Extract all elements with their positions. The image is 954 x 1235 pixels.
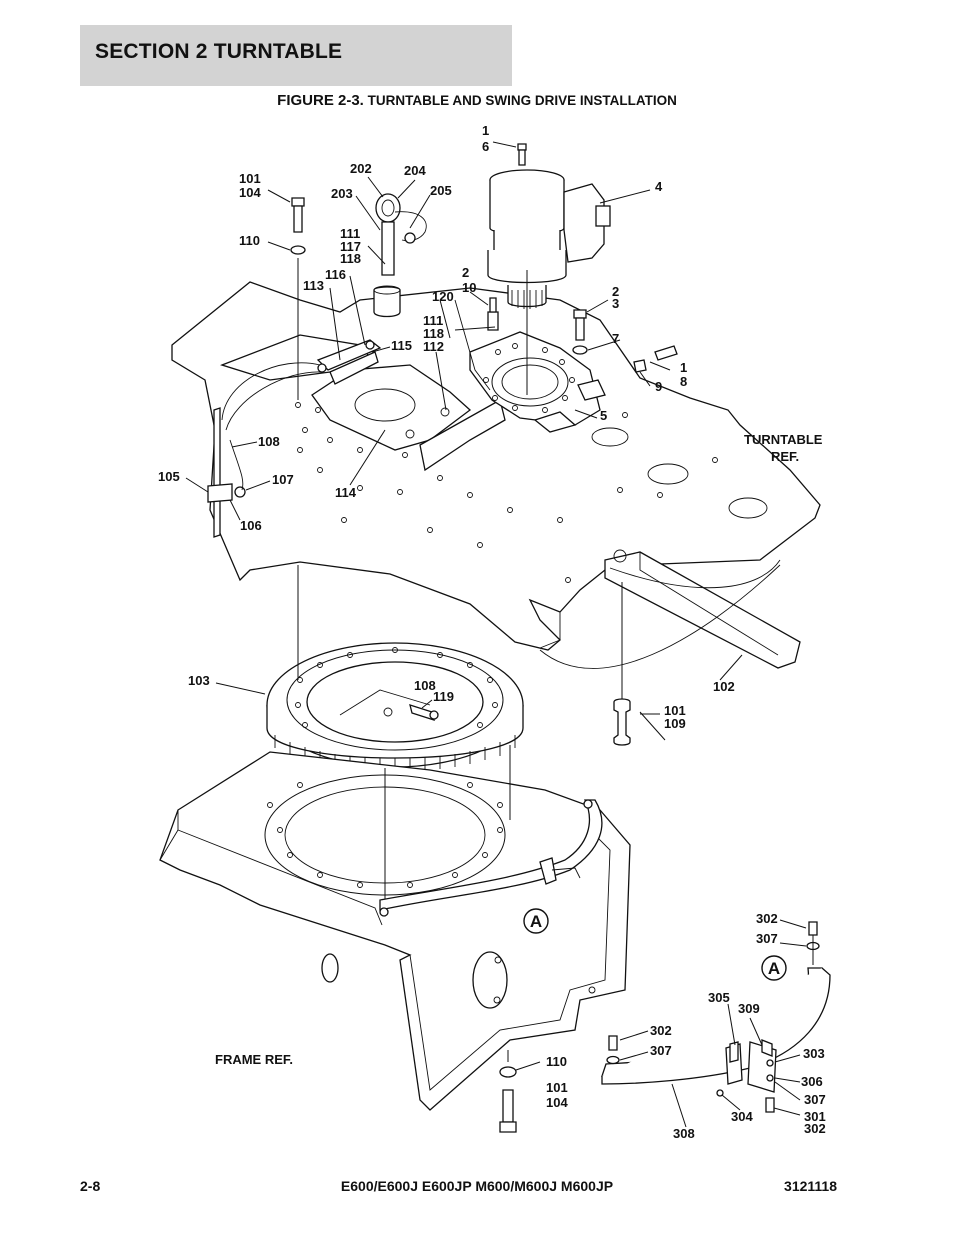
callout-2b: 2 bbox=[612, 284, 619, 299]
callout-308: 308 bbox=[673, 1126, 695, 1141]
callout-203: 203 bbox=[331, 186, 353, 201]
callout-304: 304 bbox=[731, 1109, 753, 1124]
callout-102: 102 bbox=[713, 679, 735, 694]
page-number: 2-8 bbox=[80, 1178, 101, 1194]
callout-115: 115 bbox=[391, 338, 412, 353]
callout-112: 112 bbox=[423, 339, 444, 354]
callout-6: 6 bbox=[482, 139, 489, 154]
callout-114: 114 bbox=[335, 485, 357, 500]
bracket-113 bbox=[316, 339, 382, 385]
callout-107: 107 bbox=[272, 472, 294, 487]
figure-title: TURNTABLE AND SWING DRIVE INSTALLATION bbox=[363, 93, 677, 108]
callout-302b: 302 bbox=[650, 1023, 672, 1038]
bolt-left-top bbox=[290, 197, 306, 400]
section-header-bar: SECTION 2 TURNTABLE bbox=[80, 25, 512, 86]
callout-307: 307 bbox=[756, 931, 778, 946]
section-title: SECTION 2 TURNTABLE bbox=[95, 40, 343, 63]
turntable-ref-label: TURNTABLE bbox=[744, 432, 823, 447]
callout-108b: 108 bbox=[414, 678, 436, 693]
callout-110b: 110 bbox=[546, 1054, 567, 1069]
callout-202: 202 bbox=[350, 161, 372, 176]
detail-a-swing-lock bbox=[601, 921, 831, 1113]
turntable-bar bbox=[539, 549, 801, 669]
callout-labels: 1 6 4 202 204 101 104 203 205 110 111 11… bbox=[158, 123, 826, 1141]
callout-116: 116 bbox=[325, 267, 346, 282]
callout-309: 309 bbox=[738, 1001, 760, 1016]
turntable-bearing bbox=[266, 565, 524, 771]
figure-caption: FIGURE 2-3. TURNTABLE AND SWING DRIVE IN… bbox=[0, 92, 954, 109]
callout-101b: 101 bbox=[664, 703, 686, 718]
detail-marker-a-detail: A bbox=[768, 959, 780, 978]
turntable-plate bbox=[171, 281, 821, 651]
callout-302c: 302 bbox=[804, 1121, 826, 1136]
callout-101c: 101 bbox=[546, 1080, 568, 1095]
callout-306: 306 bbox=[801, 1074, 823, 1089]
model-list: E600/E600J E600JP M600/M600J M600JP bbox=[340, 1178, 614, 1194]
callout-119: 119 bbox=[433, 689, 454, 704]
callout-10: 10 bbox=[462, 280, 476, 295]
callout-103: 103 bbox=[188, 673, 210, 688]
limit-switch-bracket bbox=[207, 362, 323, 538]
callout-105: 105 bbox=[158, 469, 180, 484]
callout-118b: 118 bbox=[423, 326, 444, 341]
callout-307c: 307 bbox=[804, 1092, 826, 1107]
callout-8: 8 bbox=[680, 374, 687, 389]
bolt-frame-bottom bbox=[499, 1050, 517, 1133]
leader-lines bbox=[185, 141, 807, 1128]
callout-120: 120 bbox=[432, 289, 454, 304]
callout-104b: 104 bbox=[546, 1095, 568, 1110]
callout-9: 9 bbox=[655, 379, 662, 394]
callout-305: 305 bbox=[708, 990, 730, 1005]
callout-1: 1 bbox=[482, 123, 489, 138]
callout-2: 2 bbox=[462, 265, 469, 280]
callout-301: 301 bbox=[804, 1109, 826, 1124]
swing-motor bbox=[487, 143, 611, 395]
callout-111b: 111 bbox=[423, 313, 443, 328]
document-number: 3121118 bbox=[784, 1178, 837, 1194]
callout-307b: 307 bbox=[650, 1043, 672, 1058]
callout-108: 108 bbox=[258, 434, 280, 449]
callout-3: 3 bbox=[612, 296, 619, 311]
lock-pin-assembly bbox=[373, 193, 427, 318]
frame bbox=[159, 745, 787, 1111]
callout-205: 205 bbox=[430, 183, 452, 198]
turntable-ref-label-2: REF. bbox=[771, 449, 799, 464]
callout-204: 204 bbox=[404, 163, 426, 178]
callout-4: 4 bbox=[655, 179, 663, 194]
figure-number: FIGURE 2-3. bbox=[277, 92, 364, 109]
callout-303: 303 bbox=[803, 1046, 825, 1061]
bolt-right bbox=[613, 582, 631, 746]
callout-104: 104 bbox=[239, 185, 261, 200]
detail-marker-a-frame: A bbox=[530, 912, 542, 931]
callout-113: 113 bbox=[303, 278, 324, 293]
callout-302: 302 bbox=[756, 911, 778, 926]
callout-101: 101 bbox=[239, 171, 261, 186]
callout-118: 118 bbox=[340, 251, 361, 266]
callout-1b: 1 bbox=[680, 360, 687, 375]
callout-111: 111 bbox=[340, 226, 360, 241]
frame-ref-label: FRAME REF. bbox=[215, 1052, 293, 1067]
callout-5: 5 bbox=[600, 408, 607, 423]
callout-109: 109 bbox=[664, 716, 686, 731]
callout-110: 110 bbox=[239, 233, 260, 248]
callout-117: 117 bbox=[340, 239, 361, 254]
callout-106: 106 bbox=[240, 518, 262, 533]
callout-7: 7 bbox=[612, 331, 619, 346]
